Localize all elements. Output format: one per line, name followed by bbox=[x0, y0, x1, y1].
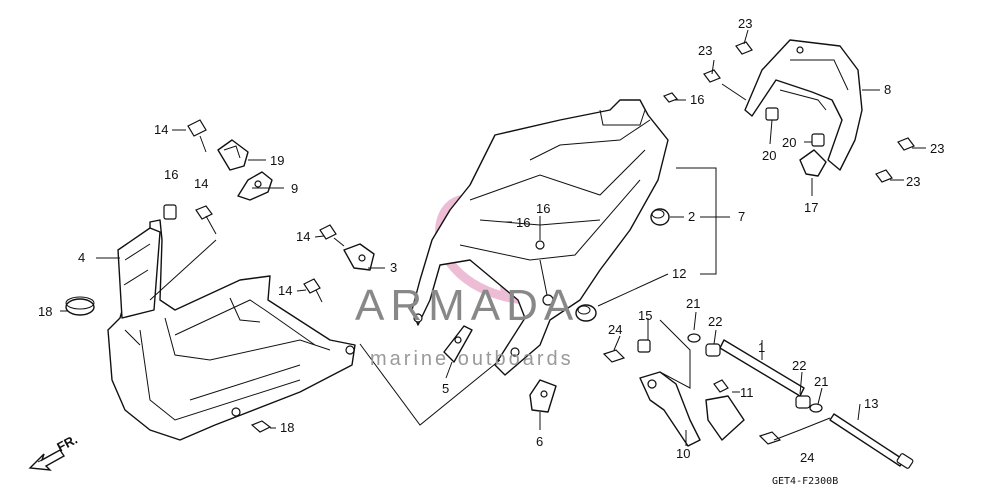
callout-21: 21 bbox=[814, 374, 828, 389]
collar-12 bbox=[575, 304, 597, 322]
callout-1: 1 bbox=[758, 340, 765, 355]
front-arrow-icon bbox=[28, 449, 66, 471]
bushing-2 bbox=[650, 208, 670, 226]
callout-23: 23 bbox=[738, 16, 752, 31]
callout-14: 14 bbox=[296, 229, 310, 244]
front-direction-indicator: FR. bbox=[28, 432, 80, 471]
front-frame-body bbox=[107, 219, 356, 441]
callout-18: 18 bbox=[38, 304, 52, 319]
carrier-bracket-8 bbox=[744, 39, 863, 171]
callout-17: 17 bbox=[804, 200, 818, 215]
side-stand-fasteners bbox=[602, 333, 823, 445]
callout-8: 8 bbox=[884, 82, 891, 97]
headstock-bracket-4 bbox=[117, 227, 161, 319]
callout-23: 23 bbox=[698, 43, 712, 58]
callout-11: 11 bbox=[740, 385, 754, 400]
side-stand-10 bbox=[639, 371, 745, 447]
leader-lines bbox=[60, 29, 926, 446]
callout-12: 12 bbox=[672, 266, 686, 281]
callout-16: 16 bbox=[536, 201, 550, 216]
callout-16: 16 bbox=[690, 92, 704, 107]
callout-20: 20 bbox=[782, 135, 796, 150]
callout-10: 10 bbox=[676, 446, 690, 461]
callout-16: 16 bbox=[164, 167, 178, 182]
clamp-3 bbox=[343, 243, 375, 271]
callout-16: 16 bbox=[516, 215, 530, 230]
callout-7: 7 bbox=[738, 209, 745, 224]
diagram-reference-code: GET4-F2300B bbox=[772, 476, 838, 487]
callout-18: 18 bbox=[280, 420, 294, 435]
callout-3: 3 bbox=[390, 260, 397, 275]
watermark-tagline: marine outboards bbox=[370, 348, 574, 370]
watermark-brand: ARMADA bbox=[355, 281, 579, 330]
left-fasteners bbox=[163, 119, 345, 433]
fasteners-top-right bbox=[662, 41, 915, 183]
callout-24: 24 bbox=[800, 450, 814, 465]
bracket-6 bbox=[529, 379, 557, 413]
callout-14: 14 bbox=[278, 283, 292, 298]
callout-4: 4 bbox=[78, 250, 85, 265]
bracket-9 bbox=[237, 171, 273, 201]
callout-22: 22 bbox=[792, 358, 806, 373]
callout-13: 13 bbox=[864, 396, 878, 411]
callout-23: 23 bbox=[930, 141, 944, 156]
callout-9: 9 bbox=[291, 181, 298, 196]
bracket-5 bbox=[443, 325, 473, 363]
callout-14: 14 bbox=[194, 176, 208, 191]
callout-15: 15 bbox=[638, 308, 652, 323]
bolt-13 bbox=[829, 413, 914, 469]
callout-23: 23 bbox=[906, 174, 920, 189]
callout-19: 19 bbox=[270, 153, 284, 168]
callout-6: 6 bbox=[536, 434, 543, 449]
rubber-18 bbox=[65, 296, 95, 316]
callouts: 14 19 9 16 14 14 3 14 4 18 18 5 6 16 16 … bbox=[38, 16, 944, 465]
callout-21: 21 bbox=[686, 296, 700, 311]
callout-24: 24 bbox=[608, 322, 622, 337]
callout-5: 5 bbox=[442, 381, 449, 396]
callout-20: 20 bbox=[762, 148, 776, 163]
clip-17 bbox=[799, 149, 827, 177]
bracket-19 bbox=[217, 139, 249, 171]
callout-22: 22 bbox=[708, 314, 722, 329]
callout-14: 14 bbox=[154, 122, 168, 137]
callout-2: 2 bbox=[688, 209, 695, 224]
